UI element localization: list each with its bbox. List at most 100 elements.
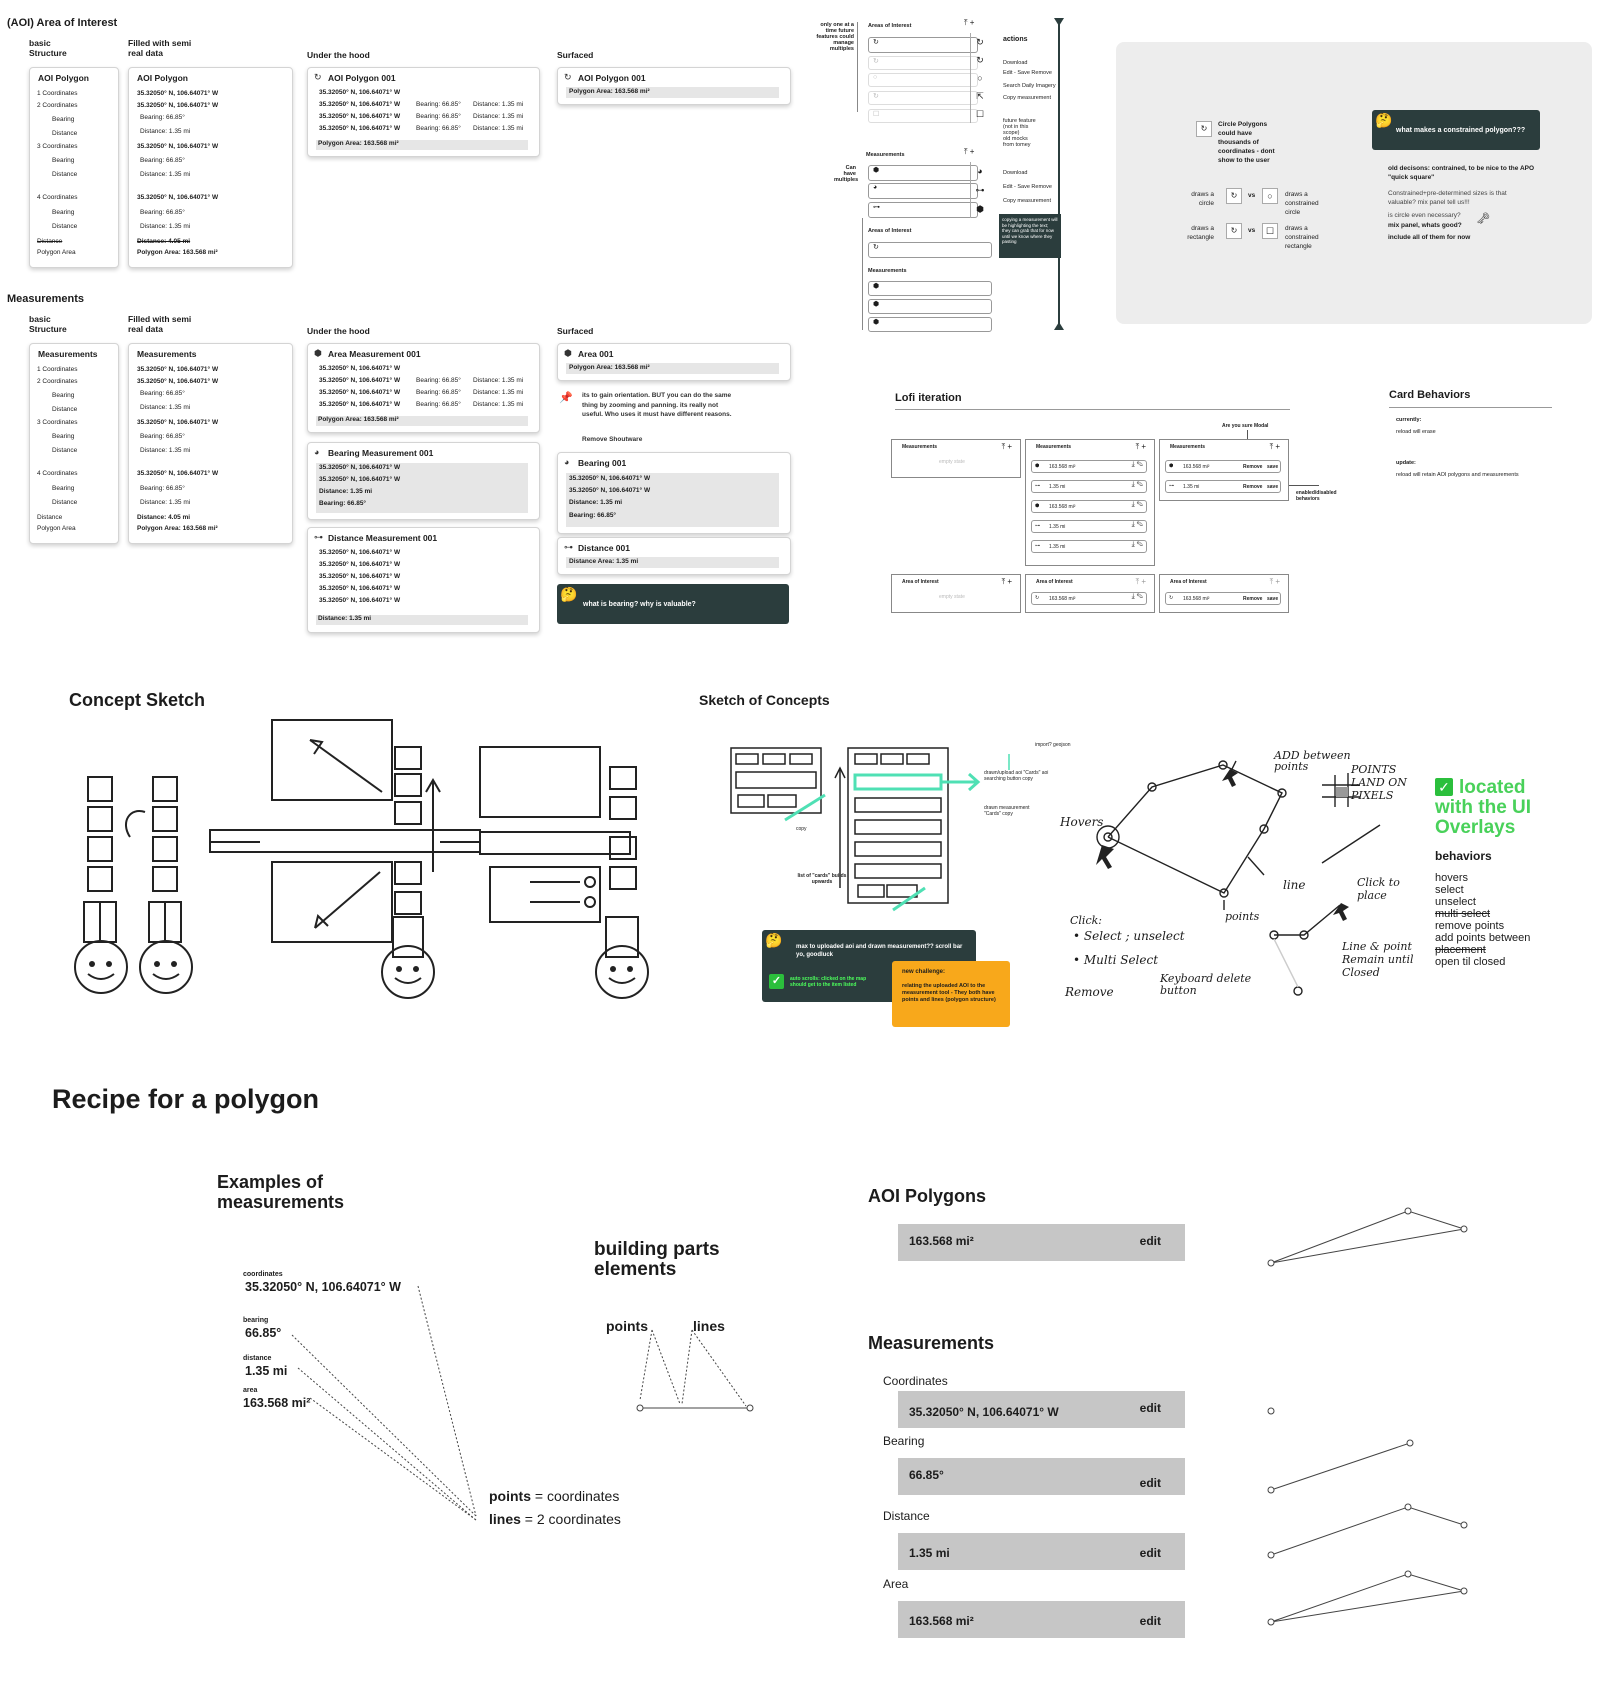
update-text: reload will retain AOI polygons and meas… <box>1396 472 1519 478</box>
lofi-remove-button[interactable]: Remove <box>1243 596 1262 602</box>
surfaced-area: Polygon Area: 163.568 mi² <box>569 88 650 95</box>
hood-coord: 35.32050° N, 106.64071° W <box>319 561 400 568</box>
filled-row: Bearing: 66.85° <box>140 390 185 397</box>
panel-meas-row[interactable]: ⬢ <box>868 281 992 296</box>
surfaced-area-card[interactable]: ⬢ Area 001 Polygon Area: 163.568 mi² <box>557 343 791 381</box>
panel-meas-row[interactable]: ⬢ <box>868 165 978 181</box>
bearing-question: what is bearing? why is valuable? <box>583 601 696 608</box>
lofi-remove-button[interactable]: Remove <box>1243 464 1262 470</box>
meas-toolbar-icons[interactable]: ◕⊶⬢ <box>970 162 989 218</box>
panel-aoi-row[interactable]: ↻ <box>868 37 978 53</box>
hood-coord: 35.32050° N, 106.64071° W <box>319 113 400 120</box>
surfaced-bearing-card[interactable]: ◕ Bearing 001 35.32050° N, 106.64071° W … <box>557 452 791 534</box>
card-title: AOI Polygon <box>137 73 188 83</box>
surfaced-distance-card[interactable]: ⊶ Distance 001 Distance Area: 1.35 mi <box>557 537 791 575</box>
distance-bar[interactable]: 1.35 mi edit <box>898 1533 1185 1570</box>
behavior-item: select <box>1435 884 1464 896</box>
bearing-bar[interactable]: 66.85° edit <box>898 1458 1185 1495</box>
bearing-card-distance: Distance: 1.35 mi <box>319 488 372 495</box>
aoi-surfaced-card[interactable]: ↻ AOI Polygon 001 Polygon Area: 163.568 … <box>557 67 791 105</box>
hood-coord: 35.32050° N, 106.64071° W <box>569 475 650 482</box>
draws-constrained-rectangle: draws a constrained rectangle <box>1285 224 1335 251</box>
bearing-question-card: 🤔 what is bearing? why is valuable? <box>557 584 789 624</box>
action-note: old mocks from tomey <box>1003 136 1037 148</box>
action-item[interactable]: Download <box>1003 60 1027 66</box>
lofi-aoi-row[interactable]: ↻163.568 mi²⤓ ✎ <box>1031 592 1147 605</box>
meas-col-hood: Under the hood <box>307 326 370 336</box>
action-item[interactable]: Edit - Save Remove <box>1003 70 1052 76</box>
constrained-question-card: 🤔 what makes a constrained polygon??? <box>1372 110 1540 150</box>
action-item[interactable]: Copy measurement <box>1003 95 1051 101</box>
lofi-meas-row[interactable]: ⊶1.35 mi⤓ ✎ <box>1031 520 1147 533</box>
hood-bearing: Bearing: 66.85° <box>416 113 461 120</box>
action-item[interactable]: Download <box>1003 170 1027 176</box>
circle-note: Circle Polygons could have thousands of … <box>1218 120 1284 165</box>
lofi-meas-row[interactable]: ⬢163.568 mi²⤓ ✎ <box>1031 500 1147 513</box>
panel-meas-row[interactable]: ⬢ <box>868 317 992 332</box>
lofi-meas-label: Measurements <box>1170 444 1205 450</box>
filled-row: 35.32050° N, 106.64071° W <box>137 419 218 426</box>
area-measurement-card[interactable]: ⬢ Area Measurement 001 35.32050° N, 106.… <box>307 343 540 433</box>
lofi-meas-row[interactable]: ⊶1.35 mi⤓ ✎ <box>1031 540 1147 553</box>
pin-add-icons[interactable]: ⤒ + <box>1136 577 1146 587</box>
edit-button[interactable]: edit <box>1140 1546 1161 1560</box>
pin-add-icons[interactable]: ⤒ + <box>964 18 974 28</box>
surf-bearing-bearing: Bearing: 66.85° <box>569 512 616 519</box>
compass-icon: ◕ <box>564 457 569 467</box>
edit-button[interactable]: edit <box>1140 1614 1161 1628</box>
panel-meas-row[interactable]: ⊶ <box>868 202 978 218</box>
action-item[interactable]: Edit - Save Remove <box>1003 184 1052 190</box>
pin-add-icons[interactable]: ⤒ + <box>1136 442 1146 452</box>
points-eq-def: = coordinates <box>531 1488 619 1504</box>
panel-meas-row[interactable]: ◕ <box>868 183 978 199</box>
coordinates-bar-value: 35.32050° N, 106.64071° W <box>909 1405 1059 1419</box>
pin-add-icons[interactable]: ⤒ + <box>964 147 974 157</box>
hood-coord: 35.32050° N, 106.64071° W <box>319 585 400 592</box>
area-bar[interactable]: 163.568 mi² edit <box>898 1601 1185 1638</box>
basic-row: 4 Coordinates <box>37 194 77 201</box>
distance-measurement-card[interactable]: ⊶ Distance Measurement 001 35.32050° N, … <box>307 527 540 633</box>
pin-add-icons[interactable]: ⤒ + <box>1002 442 1012 452</box>
lofi-meas-row[interactable]: ⬢163.568 mi²⤓ ✎ <box>1031 460 1147 473</box>
panel-aoi-row[interactable]: ↻ <box>868 242 992 258</box>
edit-button[interactable]: edit <box>1140 1234 1161 1248</box>
lofi-row-value: 163.568 mi² <box>1183 596 1209 602</box>
action-item[interactable]: Search Daily Imagery <box>1003 83 1056 89</box>
lines-eq-def: = 2 coordinates <box>521 1511 621 1527</box>
card-title: Distance 001 <box>578 543 630 553</box>
lofi-row-value: 1.35 mi <box>1049 524 1065 530</box>
lofi-save-button[interactable]: save <box>1267 596 1278 602</box>
basic-row: Distance <box>37 238 62 245</box>
filled-row: Distance: 1.35 mi <box>140 223 190 230</box>
lofi-save-button[interactable]: save <box>1267 484 1278 490</box>
lofi-save-button[interactable]: save <box>1267 464 1278 470</box>
remove-shoutware-link[interactable]: Remove Shoutware <box>582 436 642 443</box>
polygon-refresh-icon: ↻ <box>314 72 322 83</box>
pin-add-icons[interactable]: ⤒ + <box>1270 577 1280 587</box>
edit-button[interactable]: edit <box>1140 1401 1161 1415</box>
card-title: Area Measurement 001 <box>328 349 421 359</box>
coordinates-bar[interactable]: 35.32050° N, 106.64071° W edit <box>898 1391 1185 1428</box>
card-title: AOI Polygon 001 <box>328 73 396 83</box>
currently-label: currently: <box>1396 417 1421 423</box>
lofi-remove-button[interactable]: Remove <box>1243 484 1262 490</box>
edit-button[interactable]: edit <box>1140 1476 1161 1490</box>
recipe-shape-diagrams <box>1255 1200 1485 1640</box>
toolbar-icons[interactable]: ↻↻○⇱☐ <box>970 33 989 123</box>
pin-add-icons[interactable]: ⤒ + <box>1002 577 1012 587</box>
constrained-question-2: Constrained+pre-determined sizes is that… <box>1388 189 1508 207</box>
card-title: Area 001 <box>578 349 613 359</box>
behavior-item: remove points <box>1435 920 1504 932</box>
bearing-measurement-card[interactable]: ◕ Bearing Measurement 001 35.32050° N, 1… <box>307 442 540 520</box>
panel-meas-row[interactable]: ⬢ <box>868 299 992 314</box>
pin-add-icons[interactable]: ⤒ + <box>1270 442 1280 452</box>
aoi-hood-card[interactable]: ↻ AOI Polygon 001 35.32050° N, 106.64071… <box>307 67 540 157</box>
aoi-polygon-bar[interactable]: 163.568 mi² edit <box>898 1224 1185 1261</box>
action-item[interactable]: Copy measurement <box>1003 198 1051 204</box>
bearing-value: 66.85° <box>245 1326 281 1340</box>
measurements-title: Measurements <box>868 1333 994 1354</box>
lofi-meas-row[interactable]: ⊶1.35 mi⤓ ✎ <box>1031 480 1147 493</box>
